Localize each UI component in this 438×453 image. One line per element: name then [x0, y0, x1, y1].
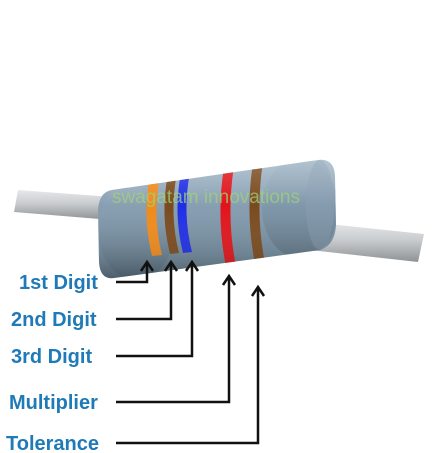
watermark: swagatam innovations: [112, 187, 300, 208]
multiplier-arrow-icon: [221, 273, 237, 286]
resistor-body: [98, 159, 336, 279]
1st-digit-arrow-icon: [139, 259, 155, 272]
left-lead-wire: [14, 190, 112, 220]
1st-digit-label: 1st Digit: [19, 272, 98, 294]
multiplier-label: Multiplier: [9, 392, 98, 414]
2nd-digit-arrow-icon: [163, 259, 179, 272]
2nd-digit-leader-line: [116, 262, 173, 321]
3rd-digit-leader-line: [116, 262, 194, 358]
tolerance-arrow-icon: [250, 284, 266, 297]
tolerance-label: Tolerance: [6, 433, 99, 453]
2nd-digit-label: 2nd Digit: [11, 309, 97, 331]
multiplier-leader-line: [116, 276, 231, 404]
3rd-digit-arrow-icon: [184, 259, 200, 272]
tolerance-leader-line: [116, 287, 260, 445]
right-lead-wire: [310, 222, 424, 262]
3rd-digit-label: 3rd Digit: [11, 346, 92, 368]
1st-digit-leader-line: [116, 262, 149, 284]
